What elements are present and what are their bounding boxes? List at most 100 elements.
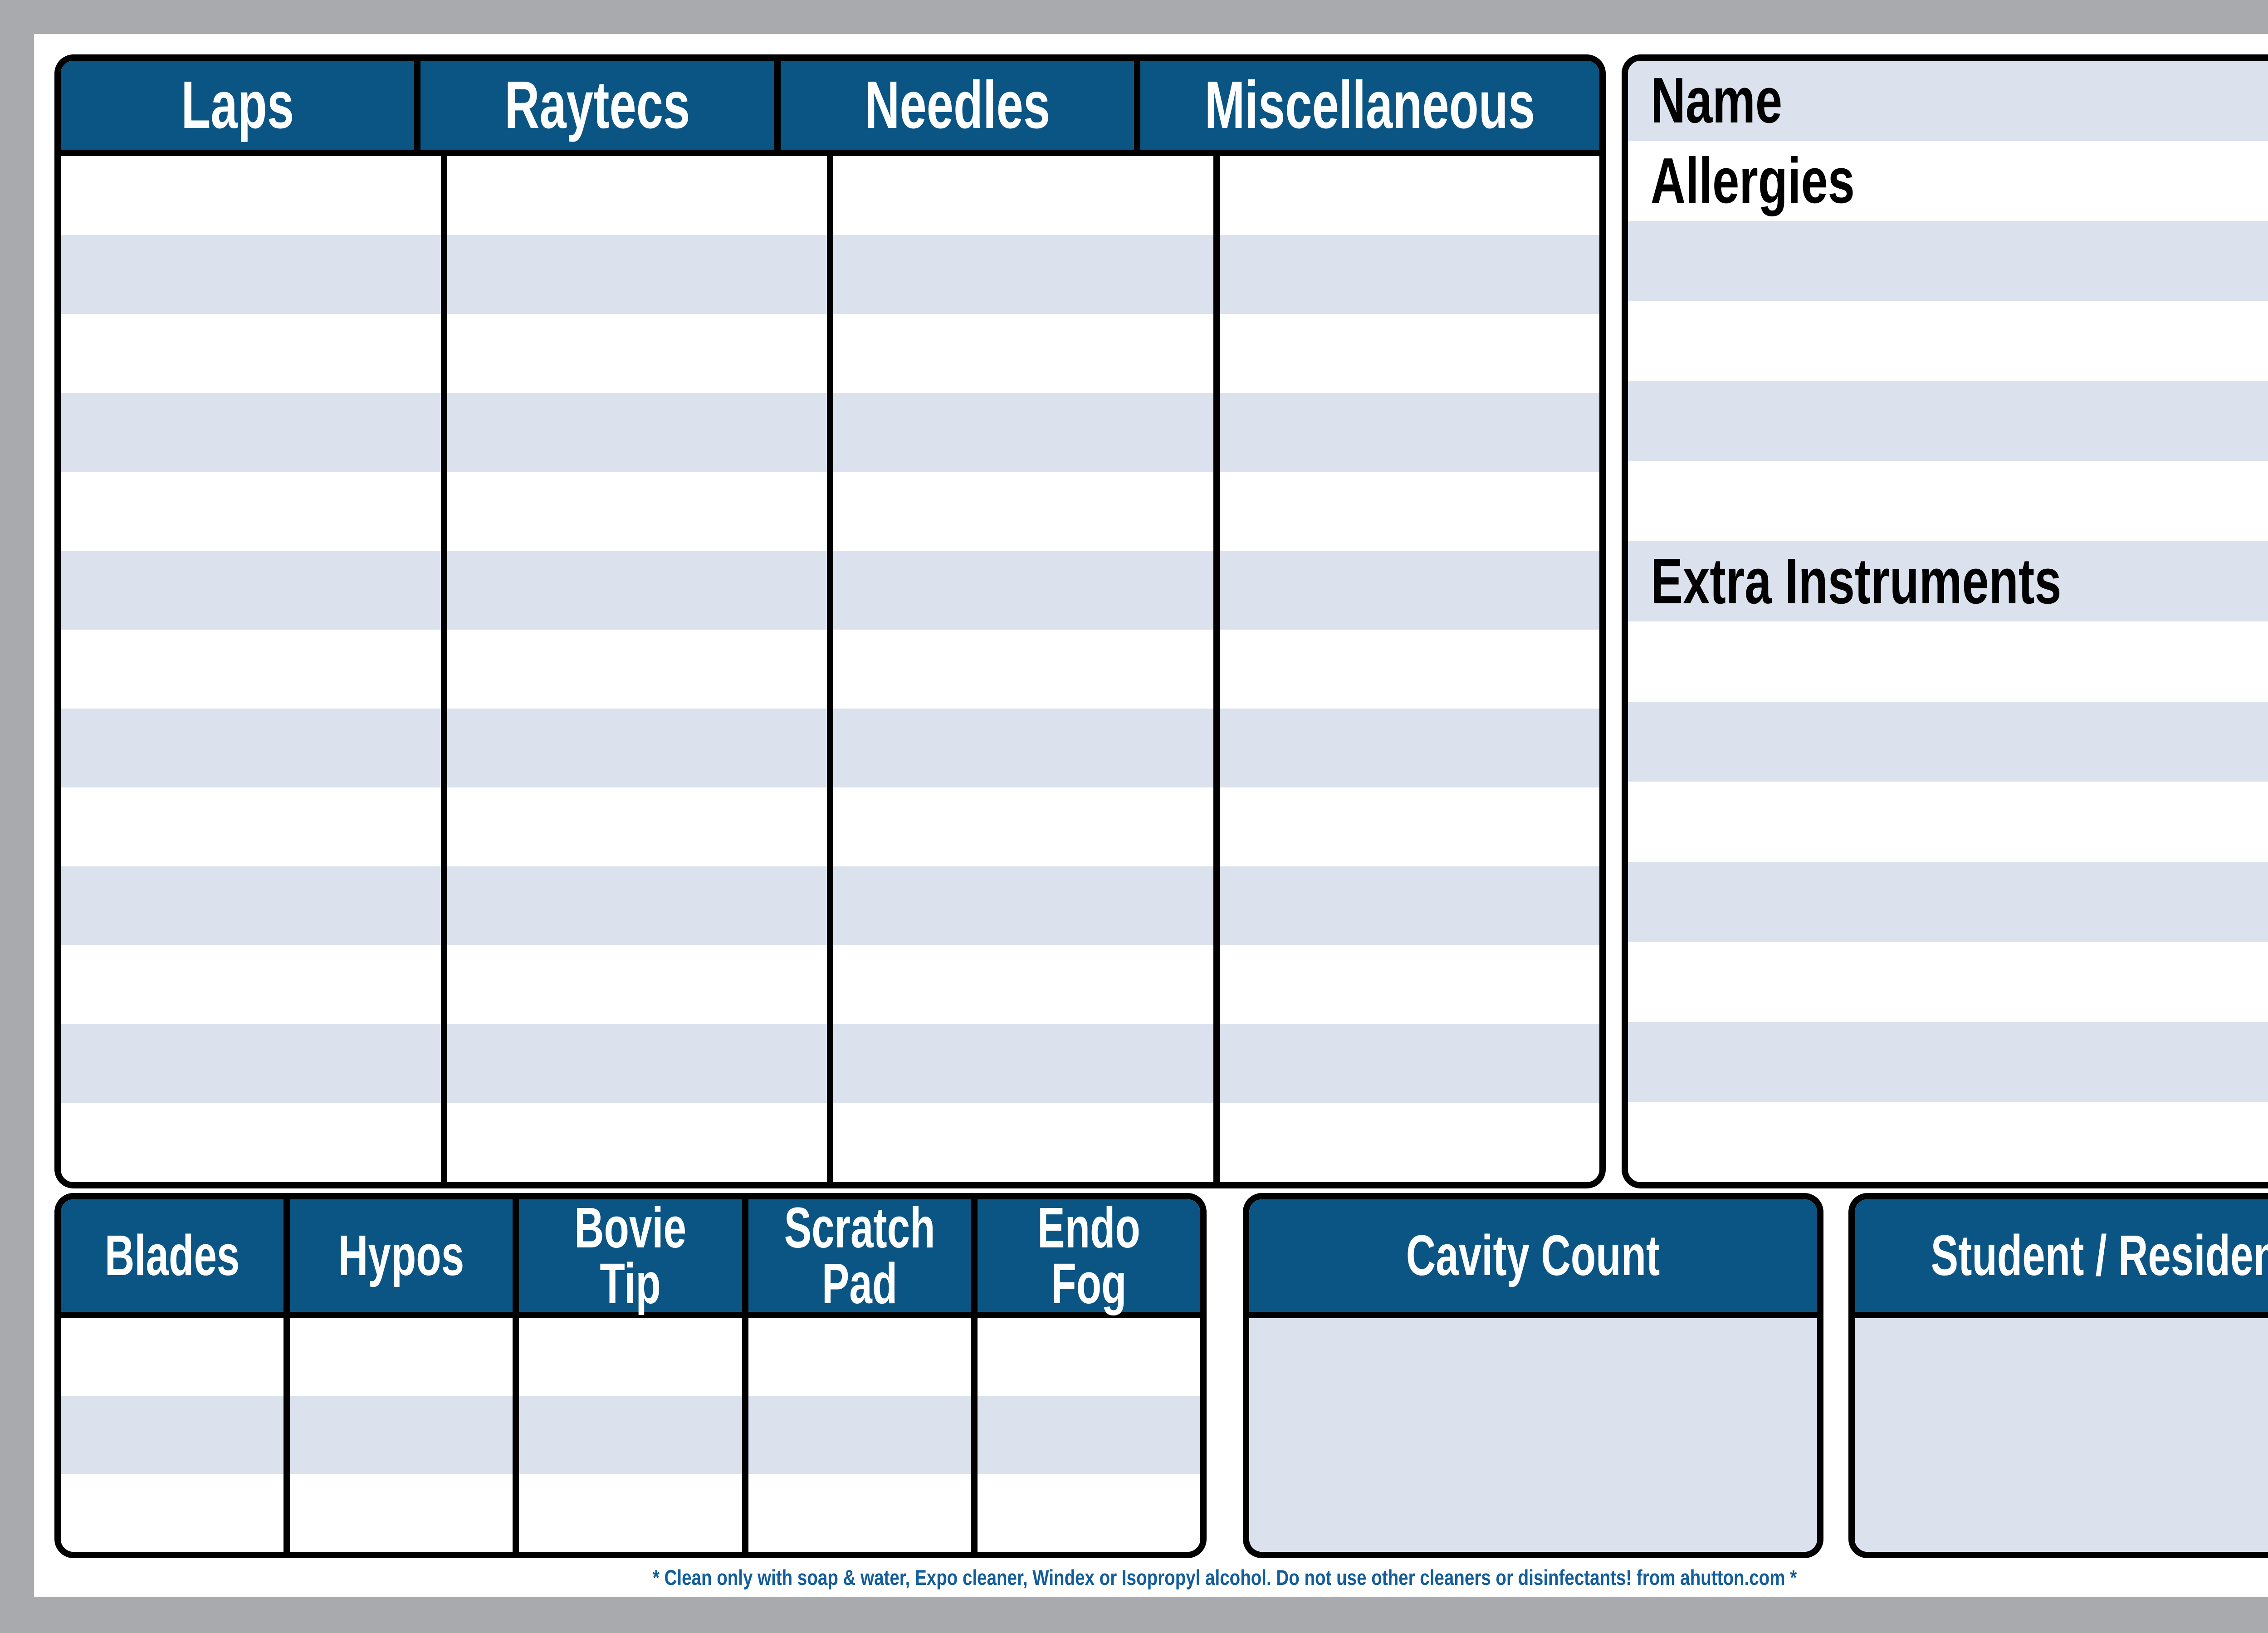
stripe-row <box>447 1103 827 1182</box>
stripe-row <box>447 630 827 709</box>
stripe-row <box>1628 782 2268 862</box>
count-column-raytecs <box>440 156 827 1182</box>
supply-column-hypos <box>284 1318 513 1552</box>
column-header-endo-fog-label: Endo Fog <box>1037 1195 1140 1315</box>
stripe-row <box>833 1103 1213 1182</box>
stripe-row <box>447 1024 827 1103</box>
stripe-row <box>1219 787 1599 866</box>
bottom-section: Blades Hypos Bovie Tip Scratch Pad Endo … <box>54 1193 2268 1558</box>
stripe-row <box>447 787 827 866</box>
column-header-needles: Needles <box>774 61 1134 150</box>
stripe-row <box>977 1318 1200 1396</box>
column-header-scratch-pad: Scratch Pad <box>742 1199 971 1312</box>
stripe-row <box>1628 701 2268 782</box>
stripe-row <box>1628 381 2268 461</box>
stripe-row <box>61 630 441 709</box>
stripe-row <box>1219 866 1599 945</box>
count-column-needles <box>827 156 1213 1182</box>
stripe-row <box>290 1474 513 1552</box>
column-header-bovie-tip-label: Bovie Tip <box>574 1195 687 1315</box>
student-residents-title: Student / Residents <box>1931 1223 2268 1288</box>
stripe-row <box>1219 156 1599 235</box>
stripe-row <box>1628 221 2268 301</box>
stripe-row <box>519 1396 742 1474</box>
cavity-count-box: Cavity Count <box>1243 1193 1823 1558</box>
cleaning-instructions-note: * Clean only with soap & water, Expo cle… <box>652 1565 1797 1589</box>
cavity-count-write-area <box>1249 1318 1817 1552</box>
stripe-row <box>290 1396 513 1474</box>
stripe-row <box>977 1396 1200 1474</box>
stripe-row <box>61 866 441 945</box>
supply-column-endo-fog <box>971 1318 1200 1552</box>
stripe-row <box>61 1474 284 1552</box>
stripe-row <box>519 1474 742 1552</box>
stripe-row <box>61 156 441 235</box>
student-residents-write-area <box>1855 1318 2268 1552</box>
stripe-row <box>833 551 1213 630</box>
supply-table-header: Blades Hypos Bovie Tip Scratch Pad Endo … <box>61 1199 1200 1312</box>
stripe-row <box>61 1396 284 1474</box>
supply-column-scratch-pad <box>742 1318 971 1552</box>
column-header-hypos-label: Hypos <box>338 1223 464 1288</box>
count-column-laps <box>61 156 441 1182</box>
stripe-row <box>748 1474 971 1552</box>
stripe-row <box>833 709 1213 787</box>
stripe-row <box>833 1024 1213 1103</box>
supply-table-body <box>61 1318 1200 1552</box>
cavity-count-header: Cavity Count <box>1249 1199 1817 1318</box>
stripe-row <box>1628 461 2268 542</box>
sponge-count-table: Laps Raytecs Needles Miscellaneous <box>54 54 1606 1188</box>
stripe-row <box>61 551 441 630</box>
stripe-row <box>1219 709 1599 787</box>
info-field-label: Allergies <box>1651 144 1855 217</box>
count-column-miscellaneous <box>1213 156 1599 1182</box>
stripe-row <box>447 945 827 1024</box>
stripe-row <box>833 156 1213 235</box>
stripe-row <box>833 866 1213 945</box>
stripe-row <box>61 1024 441 1103</box>
stripe-row <box>1219 1024 1599 1103</box>
stripe-row <box>748 1318 971 1396</box>
stripe-row <box>1219 551 1599 630</box>
column-header-raytecs: Raytecs <box>414 61 774 150</box>
column-header-raytecs-label: Raytecs <box>504 68 690 142</box>
supply-column-blades <box>61 1318 284 1552</box>
info-field-extra-instruments: Extra Instruments <box>1628 541 2268 622</box>
column-header-laps: Laps <box>61 61 415 150</box>
stripe-row <box>1219 235 1599 314</box>
column-header-hypos: Hypos <box>284 1199 513 1312</box>
header-divider <box>61 150 1599 156</box>
stripe-row <box>1628 301 2268 381</box>
stripe-row <box>447 314 827 393</box>
stripe-row <box>447 709 827 787</box>
stripe-row <box>61 709 441 787</box>
column-header-bovie-tip: Bovie Tip <box>513 1199 742 1312</box>
stripe-row <box>1628 861 2268 942</box>
stripe-row <box>61 1318 284 1396</box>
column-header-blades-label: Blades <box>104 1223 240 1288</box>
stripe-row <box>447 393 827 472</box>
stripe-row <box>447 235 827 314</box>
stripe-row <box>833 945 1213 1024</box>
column-header-blades: Blades <box>61 1199 284 1312</box>
student-residents-box: Student / Residents <box>1848 1193 2268 1558</box>
stripe-row <box>1219 314 1599 393</box>
stripe-row <box>1219 945 1599 1024</box>
stripe-row <box>1628 1102 2268 1182</box>
column-header-needles-label: Needles <box>865 68 1050 142</box>
footer: * Clean only with soap & water, Expo cle… <box>34 1558 2268 1597</box>
info-field-allergies: Allergies <box>1628 141 2268 221</box>
info-field-label: Name <box>1651 64 1783 137</box>
stripe-row <box>1219 630 1599 709</box>
column-header-miscellaneous: Miscellaneous <box>1134 61 1599 150</box>
stripe-row <box>61 235 441 314</box>
count-table-header: Laps Raytecs Needles Miscellaneous <box>61 61 1599 150</box>
stripe-row <box>447 156 827 235</box>
supply-column-bovie-tip <box>513 1318 742 1552</box>
count-table-body <box>61 156 1599 1182</box>
stripe-row <box>61 314 441 393</box>
stripe-row <box>61 472 441 551</box>
